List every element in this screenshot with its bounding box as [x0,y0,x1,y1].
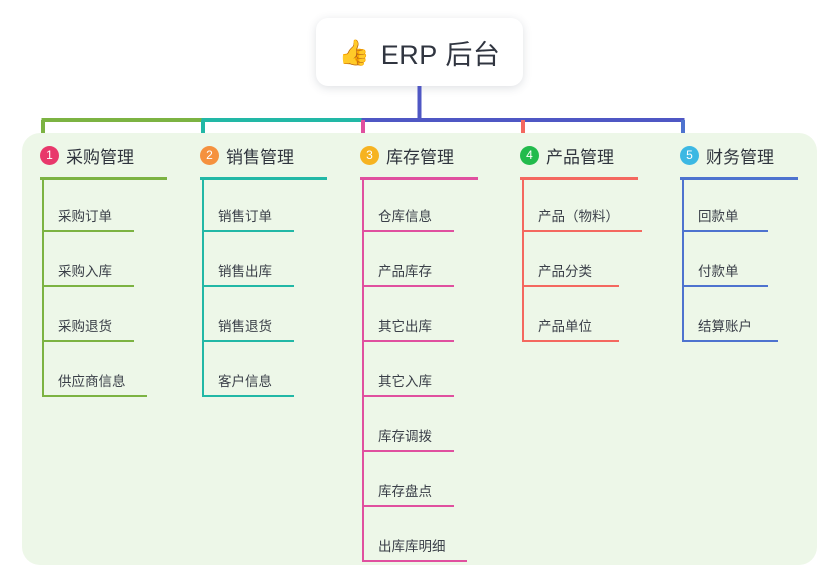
branch-item-label: 付款单 [698,264,739,279]
root-node[interactable]: 👍 ERP 后台 [316,18,523,86]
branch-item-label: 回款单 [698,209,739,224]
branch-item[interactable]: 采购入库 [42,232,134,287]
branch-column-2: 2 销售管理销售订单销售出库销售退货客户信息 [182,133,342,397]
branch-item-underline [522,340,619,342]
branch-item-label: 其它入库 [378,374,432,389]
branch-item[interactable]: 采购订单 [42,177,134,232]
branch-title: 财务管理 [706,147,774,167]
branch-item-label: 产品（物料） [538,209,619,224]
branch-underline [520,177,638,180]
branch-item[interactable]: 产品单位 [522,287,619,342]
branch-item[interactable]: 销售订单 [202,177,294,232]
branch-item[interactable]: 出库库明细 [362,507,467,562]
branch-column-4: 4 产品管理产品（物料） 产品分类产品单位 [502,133,662,342]
branch-spine [522,177,524,342]
branch-item[interactable]: 产品库存 [362,232,454,287]
branch-item-label: 销售退货 [218,319,272,334]
branch-column-5: 5 财务管理回款单付款单结算账户 [662,133,822,342]
branch-item-label: 产品分类 [538,264,592,279]
branch-header-1[interactable]: 1 采购管理 [22,133,182,177]
branch-item-underline [682,340,778,342]
branch-header-4[interactable]: 4 产品管理 [502,133,662,177]
branch-column-3: 3 库存管理仓库信息产品库存其它出库其它入库库存调拨库存盘点出库库明细 [342,133,502,562]
branch-header-5[interactable]: 5 财务管理 [662,133,822,177]
branch-underline [680,177,798,180]
branch-panel [22,133,817,565]
branch-number-badge: 5 [680,145,699,165]
branch-columns: 1 采购管理采购订单采购入库采购退货供应商信息 2 销售管理销售订单销售出库销售退货客… [22,133,817,565]
branch-item-underline [522,285,619,287]
branch-item-underline [42,340,134,342]
branch-item[interactable]: 产品（物料） [522,177,642,232]
branch-item[interactable]: 库存调拨 [362,397,454,452]
branch-item-label: 采购退货 [58,319,112,334]
branch-item-underline [42,230,134,232]
branch-item-label: 采购入库 [58,264,112,279]
branch-item-underline [682,285,768,287]
branch-item[interactable]: 其它入库 [362,342,454,397]
branch-item-label: 供应商信息 [58,374,126,389]
branch-item-label: 产品单位 [538,319,592,334]
branch-spine [682,177,684,342]
branch-item[interactable]: 库存盘点 [362,452,454,507]
branch-item[interactable]: 结算账户 [682,287,778,342]
branch-item[interactable]: 回款单 [682,177,768,232]
branch-header-2[interactable]: 2 销售管理 [182,133,342,177]
branch-underline [360,177,478,180]
branch-item[interactable]: 采购退货 [42,287,134,342]
branch-item[interactable]: 产品分类 [522,232,619,287]
branch-column-1: 1 采购管理采购订单采购入库采购退货供应商信息 [22,133,182,397]
branch-item-label: 结算账户 [698,319,752,334]
branch-item-underline [202,285,294,287]
branch-item-underline [362,340,454,342]
branch-title: 销售管理 [226,147,294,167]
branch-number-badge: 3 [360,145,379,165]
branch-item-label: 销售订单 [218,209,272,224]
branch-item-underline [42,395,147,397]
branch-item[interactable]: 仓库信息 [362,177,454,232]
branch-title: 产品管理 [546,147,614,167]
branch-item-underline [362,230,454,232]
branch-item-label: 客户信息 [218,374,272,389]
branch-item[interactable]: 供应商信息 [42,342,147,397]
branch-underline [200,177,327,180]
branch-item-label: 库存调拨 [378,429,432,444]
branch-item-underline [42,285,134,287]
branch-number-badge: 1 [40,145,59,165]
branch-item-underline [202,230,294,232]
branch-title: 库存管理 [386,147,454,167]
branch-spine [42,177,44,397]
branch-item-label: 产品库存 [378,264,432,279]
thumbs-up-icon: 👍 [338,37,370,67]
branch-item-underline [362,505,454,507]
branch-item-label: 其它出库 [378,319,432,334]
branch-item-label: 销售出库 [218,264,272,279]
branch-header-3[interactable]: 3 库存管理 [342,133,502,177]
branch-item-underline [682,230,768,232]
branch-spine [362,177,364,562]
branch-item-underline [202,340,294,342]
branch-item-label: 采购订单 [58,209,112,224]
branch-spine [202,177,204,397]
branch-item-underline [362,285,454,287]
branch-number-badge: 4 [520,145,539,165]
branch-underline [40,177,167,180]
branch-item-underline [202,395,294,397]
branch-item[interactable]: 销售出库 [202,232,294,287]
branch-item-label: 仓库信息 [378,209,432,224]
branch-item[interactable]: 付款单 [682,232,768,287]
branch-title: 采购管理 [66,147,134,167]
branch-item[interactable]: 客户信息 [202,342,294,397]
branch-item-underline [522,230,642,232]
branch-item-label: 库存盘点 [378,484,432,499]
branch-item-underline [362,560,467,562]
branch-item-underline [362,450,454,452]
root-title: ERP 后台 [380,39,501,70]
branch-number-badge: 2 [200,145,219,165]
branch-item[interactable]: 其它出库 [362,287,454,342]
branch-item-underline [362,395,454,397]
branch-item[interactable]: 销售退货 [202,287,294,342]
branch-item-label: 出库库明细 [378,539,446,554]
